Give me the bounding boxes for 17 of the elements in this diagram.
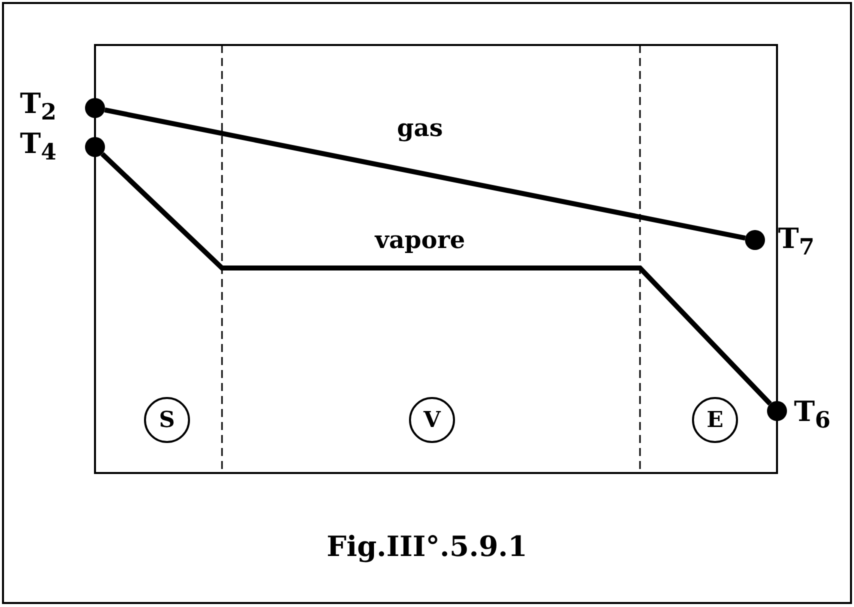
temperature-line xyxy=(100,152,772,406)
temperature-label: T$_{7}$ xyxy=(778,225,814,259)
temperature-label: T$_{2}$ xyxy=(20,90,56,124)
temperature-label: T$_{6}$ xyxy=(794,398,830,432)
temperature-label: T$_{4}$ xyxy=(20,130,56,164)
figure-caption: Fig.III°.5.9.1 xyxy=(326,530,528,563)
zone-circle xyxy=(692,397,738,443)
temperature-line xyxy=(104,108,746,240)
point-marker xyxy=(745,230,765,250)
zone-circle xyxy=(144,397,190,443)
point-marker xyxy=(85,98,105,118)
zone-label: V xyxy=(423,409,441,431)
point-marker xyxy=(85,137,105,157)
point-marker xyxy=(767,401,787,421)
zone-label: S xyxy=(159,409,175,431)
zone-circle xyxy=(409,397,455,443)
zone-label: E xyxy=(706,409,724,431)
